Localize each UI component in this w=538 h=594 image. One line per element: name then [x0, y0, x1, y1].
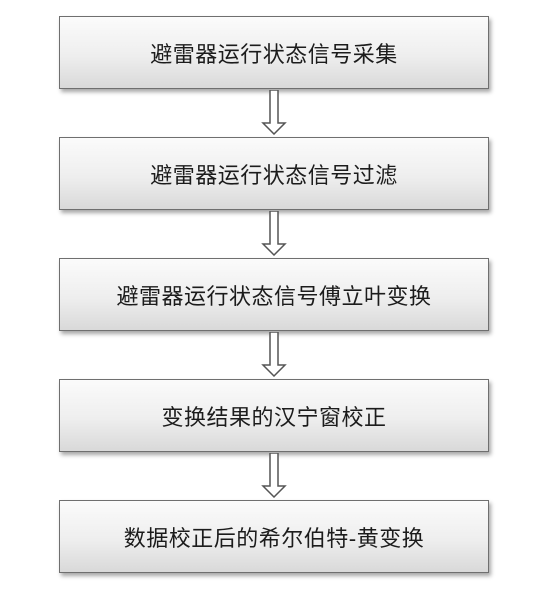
step-label: 避雷器运行状态信号过滤 — [150, 163, 398, 189]
down-arrow-icon — [261, 211, 287, 256]
step-signal-filtering: 避雷器运行状态信号过滤 — [59, 137, 489, 210]
step-signal-acquisition: 避雷器运行状态信号采集 — [59, 16, 489, 89]
down-arrow-icon — [261, 90, 287, 135]
step-label: 避雷器运行状态信号采集 — [150, 42, 398, 68]
down-arrow-icon — [261, 332, 287, 377]
down-arrow-icon — [261, 453, 287, 498]
step-label: 变换结果的汉宁窗校正 — [161, 405, 387, 431]
step-hilbert-huang-transform: 数据校正后的希尔伯特-黄变换 — [59, 500, 489, 573]
step-label: 避雷器运行状态信号傅立叶变换 — [116, 284, 432, 310]
step-fourier-transform: 避雷器运行状态信号傅立叶变换 — [59, 258, 489, 331]
step-label: 数据校正后的希尔伯特-黄变换 — [123, 526, 425, 552]
step-hanning-correction: 变换结果的汉宁窗校正 — [59, 379, 489, 452]
